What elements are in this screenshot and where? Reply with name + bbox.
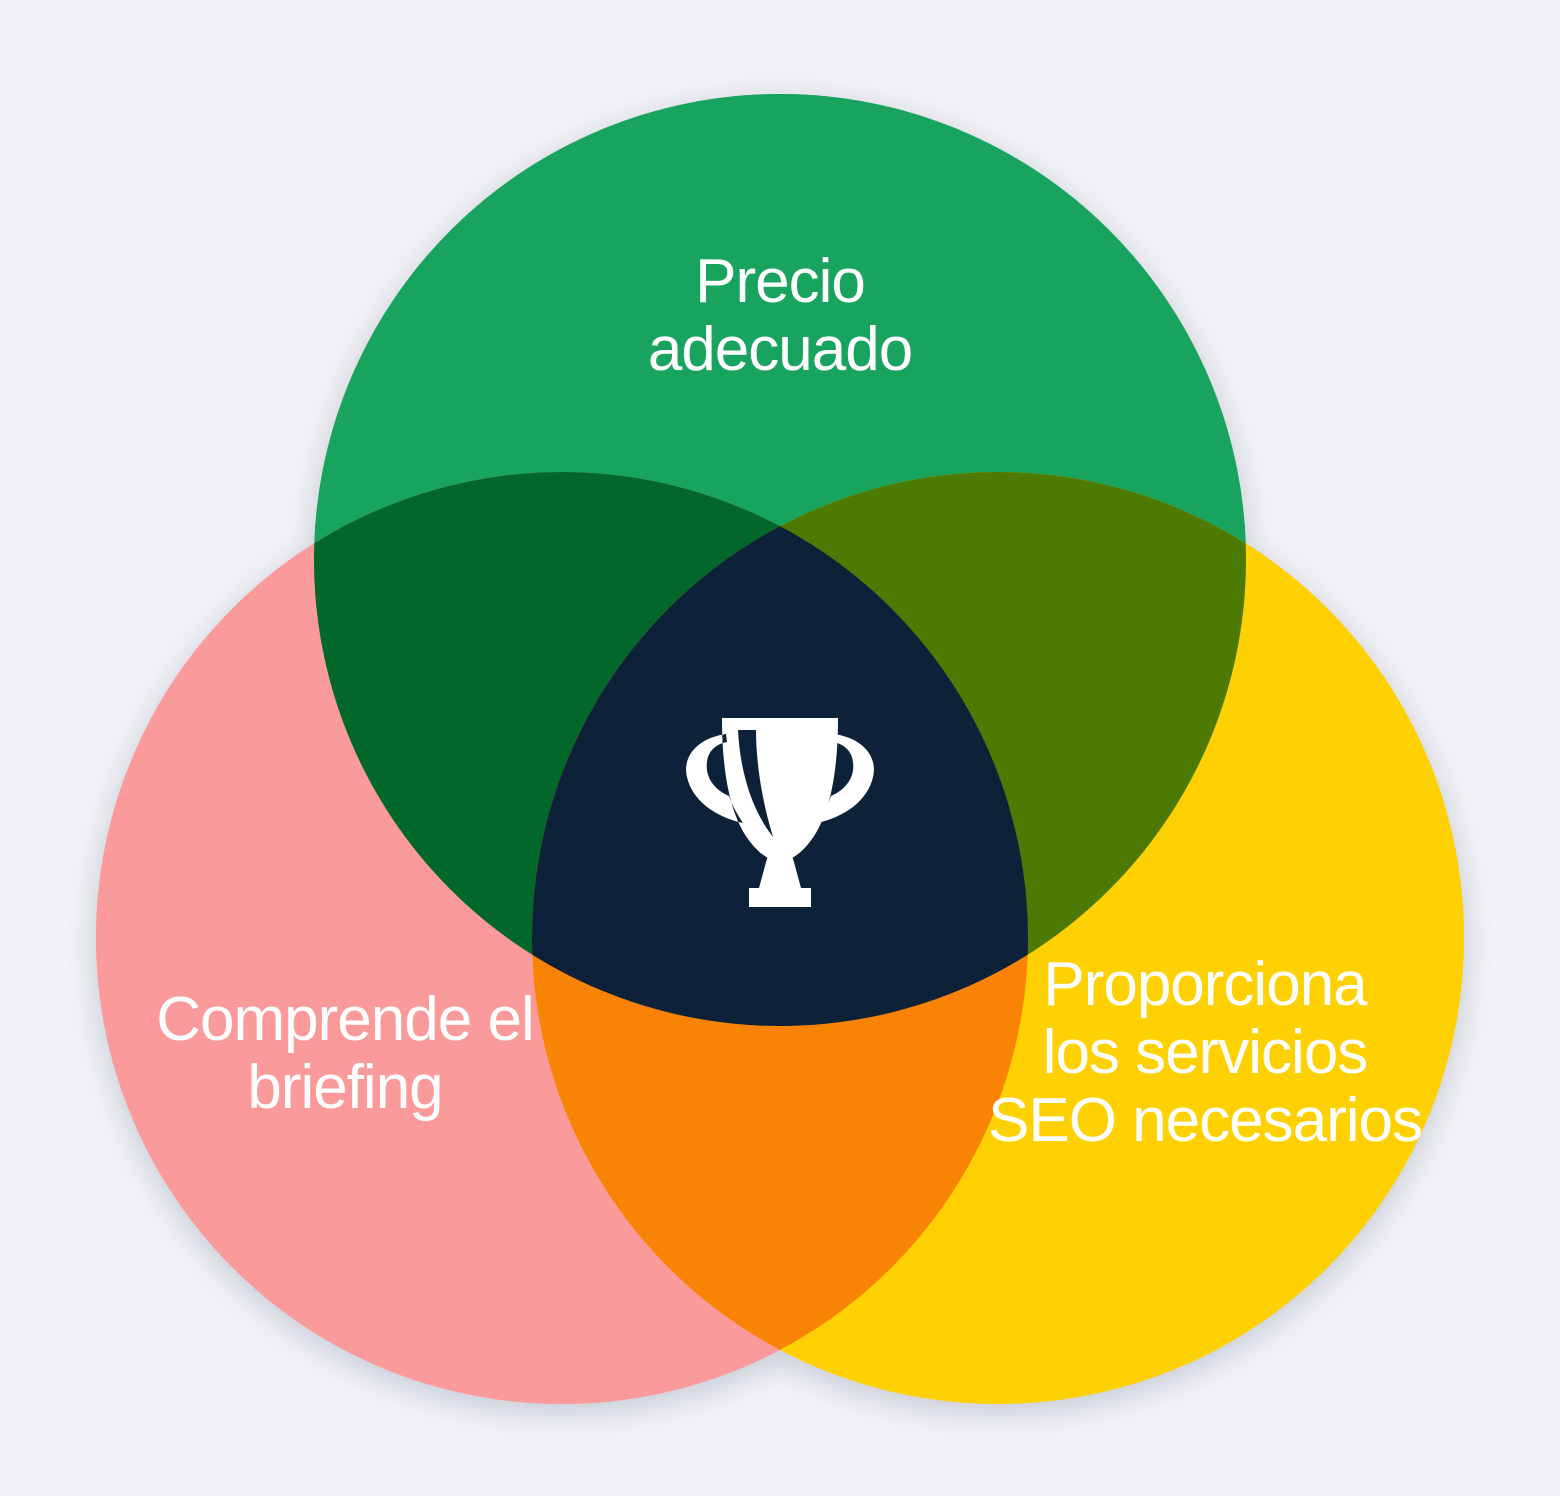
trophy-body xyxy=(686,718,874,907)
label-precio-adecuado: Precio adecuado xyxy=(647,247,913,384)
overlap-center xyxy=(532,472,1028,1026)
trophy-shine xyxy=(738,730,773,837)
trophy-icon xyxy=(686,718,874,907)
label-comprende-el-briefing: Comprende el briefing xyxy=(156,985,534,1122)
label-proporciona-servicios-seo: Proporciona los servicios SEO necesarios xyxy=(988,950,1423,1155)
